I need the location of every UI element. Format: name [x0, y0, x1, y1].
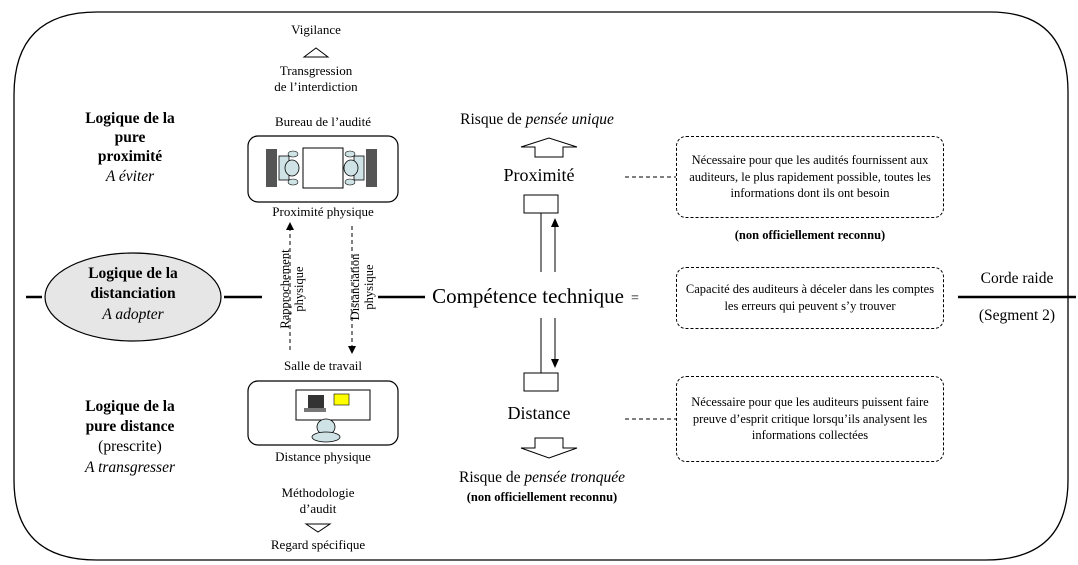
distanciation-label-line1: Distanciation — [348, 253, 362, 321]
square-bottom — [523, 372, 559, 392]
specific-view-label: Regard spécifique — [270, 537, 366, 552]
pure-proximity-advice: A éviter — [105, 168, 155, 185]
competence-explanation-box: Capacité des auditeurs à déceler dans le… — [676, 267, 944, 329]
segment-label: (Segment 2) — [978, 307, 1056, 324]
pure-distance-note: (prescrite) — [98, 438, 162, 455]
distanciation-ellipse — [44, 252, 222, 342]
square-top — [523, 194, 559, 214]
pure-distance-advice: A transgresser — [85, 459, 175, 476]
distance-label: Distance — [507, 403, 571, 423]
pure-proximity-title-line2: pure — [114, 129, 146, 146]
proximity-label: Proximité — [503, 165, 575, 185]
proximity-box-note: (non officiellement reconnu) — [734, 228, 886, 242]
office-title: Bureau de l’audité — [274, 114, 371, 129]
workroom-title: Salle de travail — [284, 358, 362, 373]
distanciation-title-line1: Logique de la — [88, 265, 178, 282]
transgression-label-line1: Transgression — [279, 63, 353, 78]
risk-bottom-arrow — [520, 437, 578, 459]
physical-distance-label: Distance physique — [275, 449, 371, 464]
vigilance-arrow — [302, 47, 330, 58]
outer-frame — [13, 11, 1069, 561]
pure-distance-title-line1: Logique de la — [85, 398, 175, 415]
pure-distance-title-line2: pure distance — [85, 418, 175, 435]
vigilance-label: Vigilance — [291, 22, 341, 37]
workroom-illustration — [295, 389, 371, 443]
methodology-label-line2: d’audit — [299, 501, 337, 516]
distance-explanation-box: Nécessaire pour que les auditeurs puisse… — [676, 376, 944, 462]
tightrope-label: Corde raide — [980, 270, 1054, 287]
proximity-explanation-box: Nécessaire pour que les audités fourniss… — [676, 136, 944, 218]
methodology-label-line1: Méthodologie — [281, 485, 355, 500]
rapprochement-label-line2: physique — [292, 266, 306, 312]
risk-top-arrow — [520, 137, 578, 158]
office-illustration — [266, 147, 377, 189]
pure-proximity-title-line1: Logique de la — [85, 110, 175, 127]
risk-truncated-thought: Risque de pensée tronquée — [458, 469, 625, 486]
technical-competence-label: Compétence technique — [432, 284, 624, 308]
risk-bottom-note: (non officiellement reconnu) — [466, 490, 618, 504]
pure-proximity-title-line3: proximité — [97, 148, 163, 165]
distanciation-advice: A adopter — [102, 306, 164, 323]
methodology-arrow — [304, 523, 332, 533]
physical-proximity-label: Proximité physique — [272, 204, 374, 219]
equals-sign: = — [631, 291, 639, 306]
risk-single-thought: Risque de pensée unique — [460, 111, 614, 128]
distanciation-title-line2: distanciation — [90, 285, 176, 302]
transgression-label-line2: de l’interdiction — [274, 79, 358, 94]
distanciation-label-line2: physique — [362, 264, 376, 310]
rapprochement-label-line1: Rapprochement — [278, 249, 292, 329]
